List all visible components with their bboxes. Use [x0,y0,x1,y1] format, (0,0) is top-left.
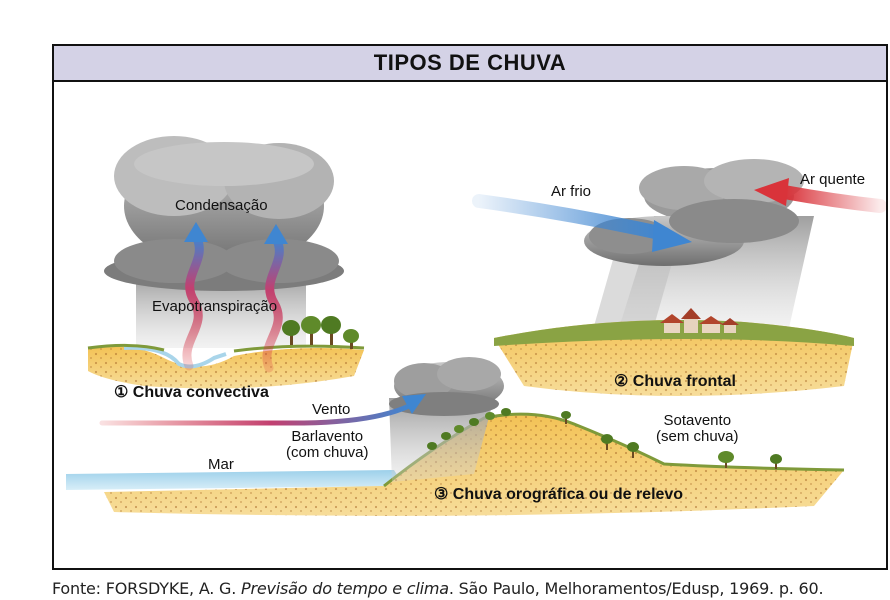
source-caption: Fonte: FORSDYKE, A. G. Previsão do tempo… [52,579,824,598]
arrow-icon [472,194,692,252]
label-condensation: Condensação [175,197,268,214]
title-bar: TIPOS DE CHUVA [54,46,886,82]
cloud-icon [104,136,344,291]
label-wind: Vento [312,401,351,418]
leeward-line-1: Sotavento [663,412,732,429]
illustration [66,136,886,516]
label-windward: Barlavento (com chuva) [286,429,369,461]
frontal-name: Chuva frontal [632,373,736,390]
convective-ground [87,343,365,389]
number-2: ② [614,373,629,390]
cloud-icon [389,357,504,416]
arrow-icon [754,178,886,213]
label-frontal-rain: ② Chuva frontal [614,371,736,391]
convective-panel [87,136,365,389]
label-convective-rain: ① Chuva convectiva [114,382,269,402]
tree-icon [282,316,359,349]
caption-suffix: . São Paulo, Melhoramentos/Edusp, 1969. … [448,579,824,598]
label-sea: Mar [208,456,234,473]
arrow-icon [262,224,288,373]
caption-prefix: Fonte: FORSDYKE, A. G. [52,579,242,598]
arrow-icon [99,394,426,426]
tree-icon [427,408,782,469]
leeward-line-2: (sem chuva) [656,428,739,445]
label-warm-air: Ar quente [800,171,866,188]
windward-line-2: (com chuva) [286,444,369,461]
label-cold-air: Ar frio [551,183,592,200]
number-1: ① [114,384,129,401]
diagram-frame: TIPOS DE CHUVA [52,44,888,570]
arrow-icon [182,222,208,371]
sea [66,470,404,490]
windward-line-1: Barlavento [291,428,364,445]
frontal-panel [472,159,886,396]
convective-name: Chuva convectiva [132,384,269,401]
orographic-panel [66,357,845,516]
diagram-title: TIPOS DE CHUVA [373,50,567,75]
label-evapotranspiration: Evapotranspiração [152,298,278,315]
caption-book: Previsão do tempo e clima [241,579,449,598]
village-icon [660,308,739,333]
orographic-name: Chuva orográfica ou de relevo [452,486,684,503]
label-leeward: Sotavento (sem chuva) [656,413,739,445]
rain-icon [389,398,494,482]
number-3: ③ [434,486,449,503]
label-orographic-rain: ③ Chuva orográfica ou de relevo [434,484,683,504]
